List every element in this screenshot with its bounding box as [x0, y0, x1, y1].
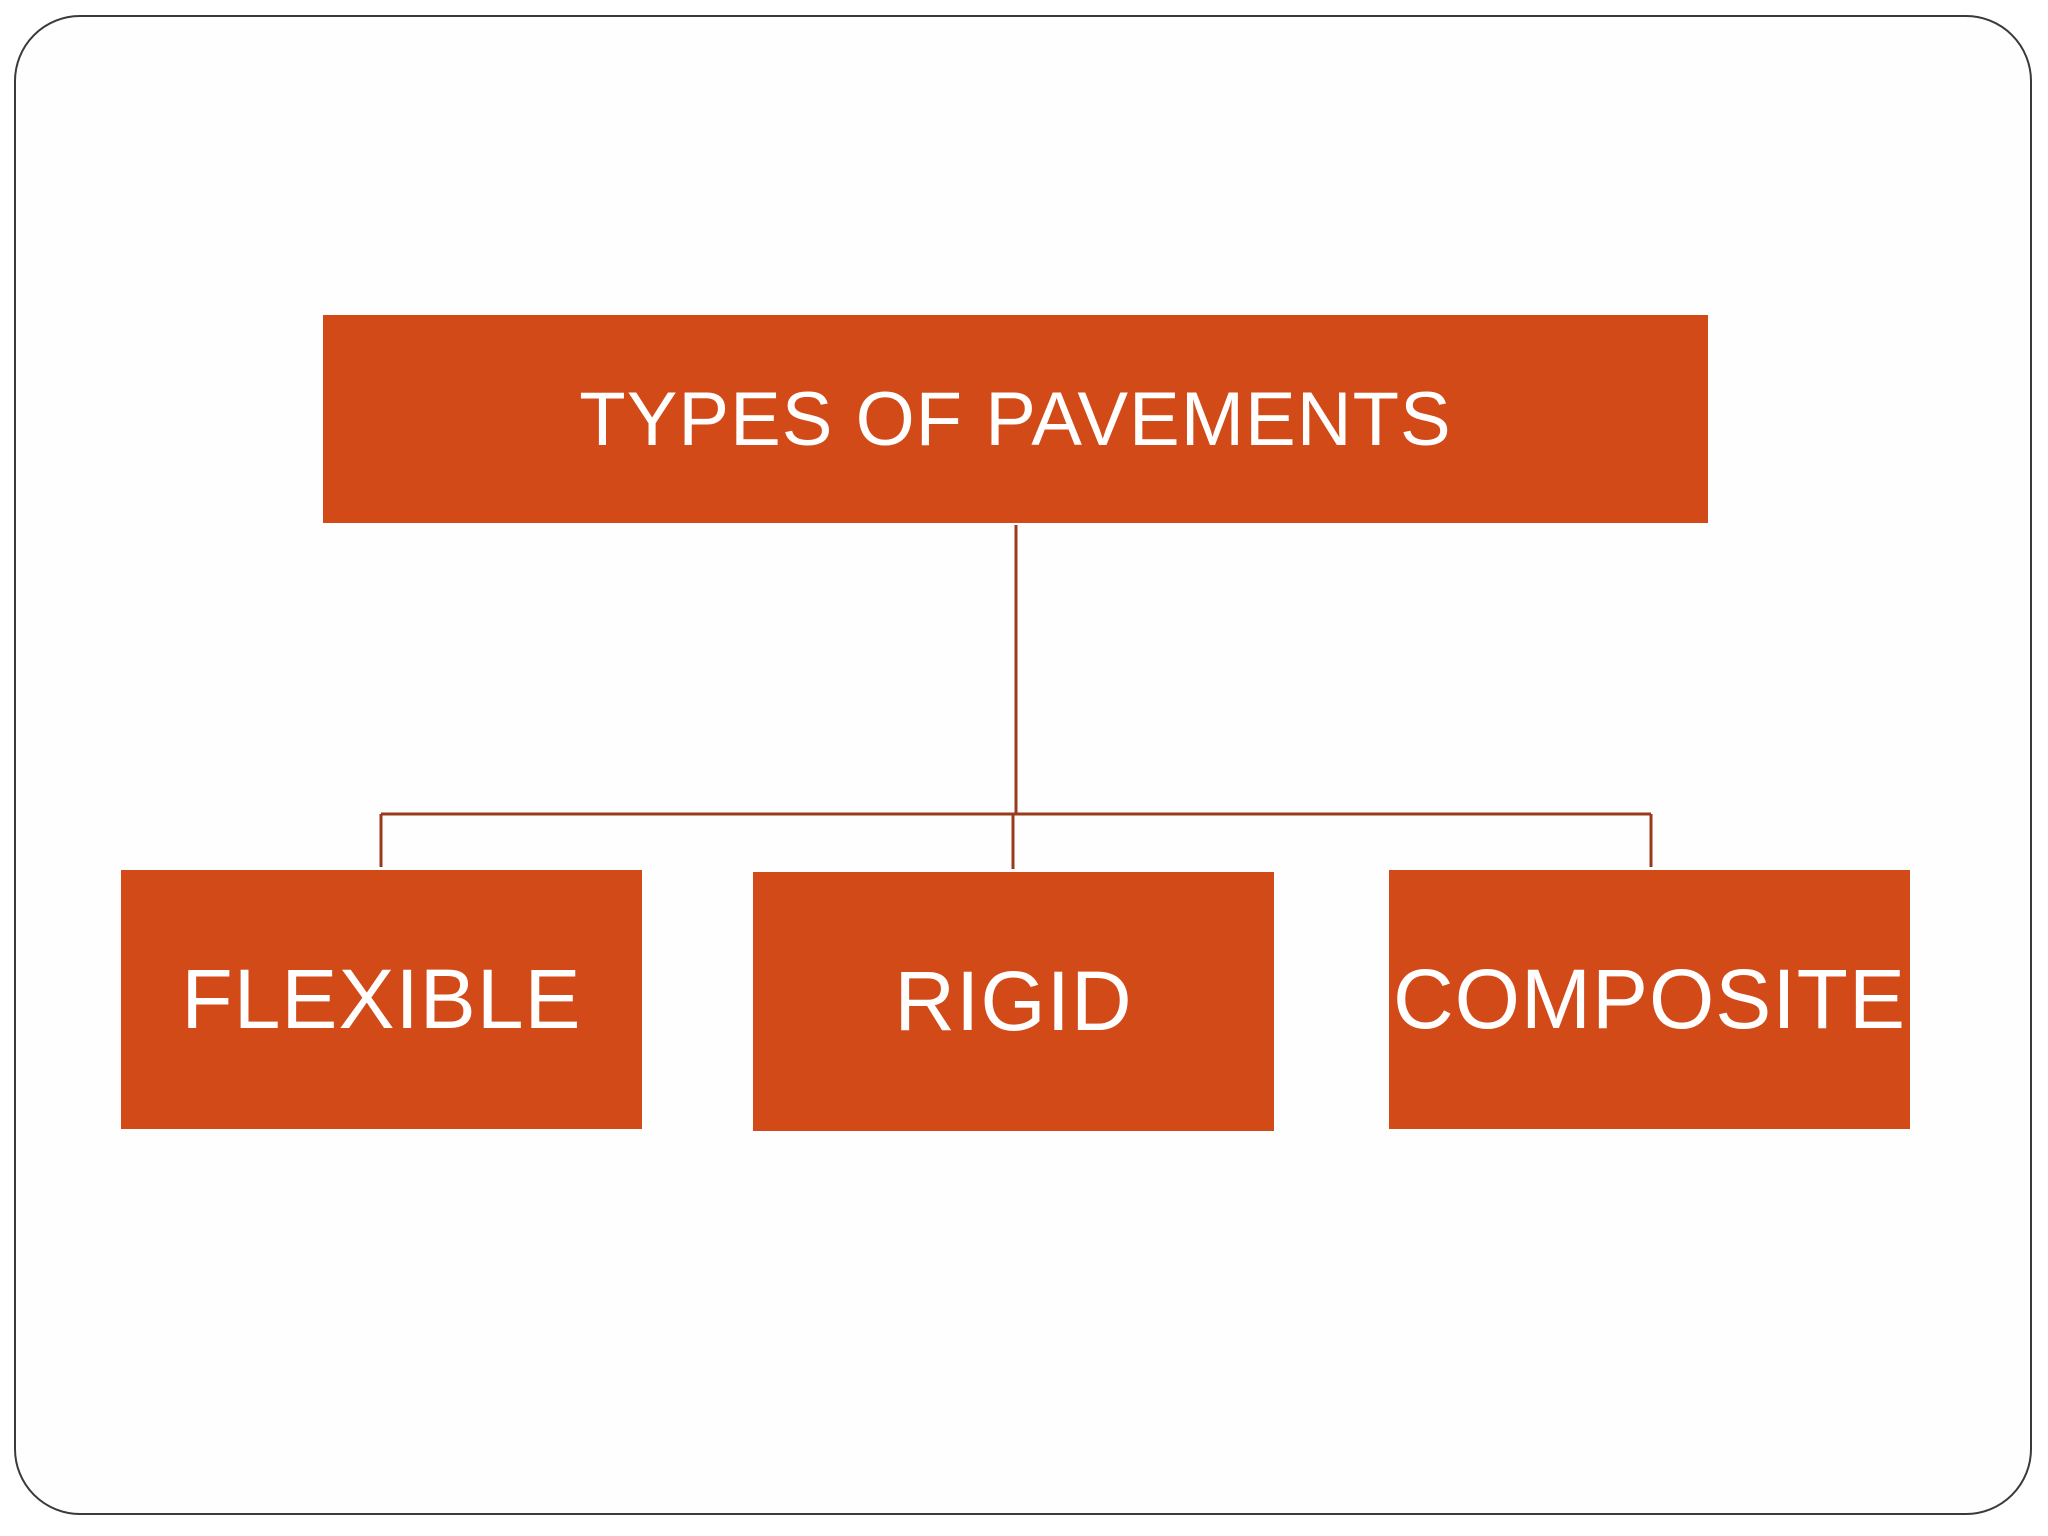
child-node-rigid: RIGID [753, 872, 1274, 1131]
child-node-label-flexible: FLEXIBLE [181, 952, 582, 1046]
child-node-label-rigid: RIGID [894, 954, 1133, 1048]
child-node-flexible: FLEXIBLE [121, 870, 642, 1129]
root-node-box: TYPES OF PAVEMENTS [323, 315, 1708, 523]
child-node-composite: COMPOSITE [1389, 870, 1910, 1129]
child-node-label-composite: COMPOSITE [1392, 952, 1907, 1046]
slide-frame [14, 15, 2032, 1515]
root-node-label: TYPES OF PAVEMENTS [579, 376, 1452, 462]
